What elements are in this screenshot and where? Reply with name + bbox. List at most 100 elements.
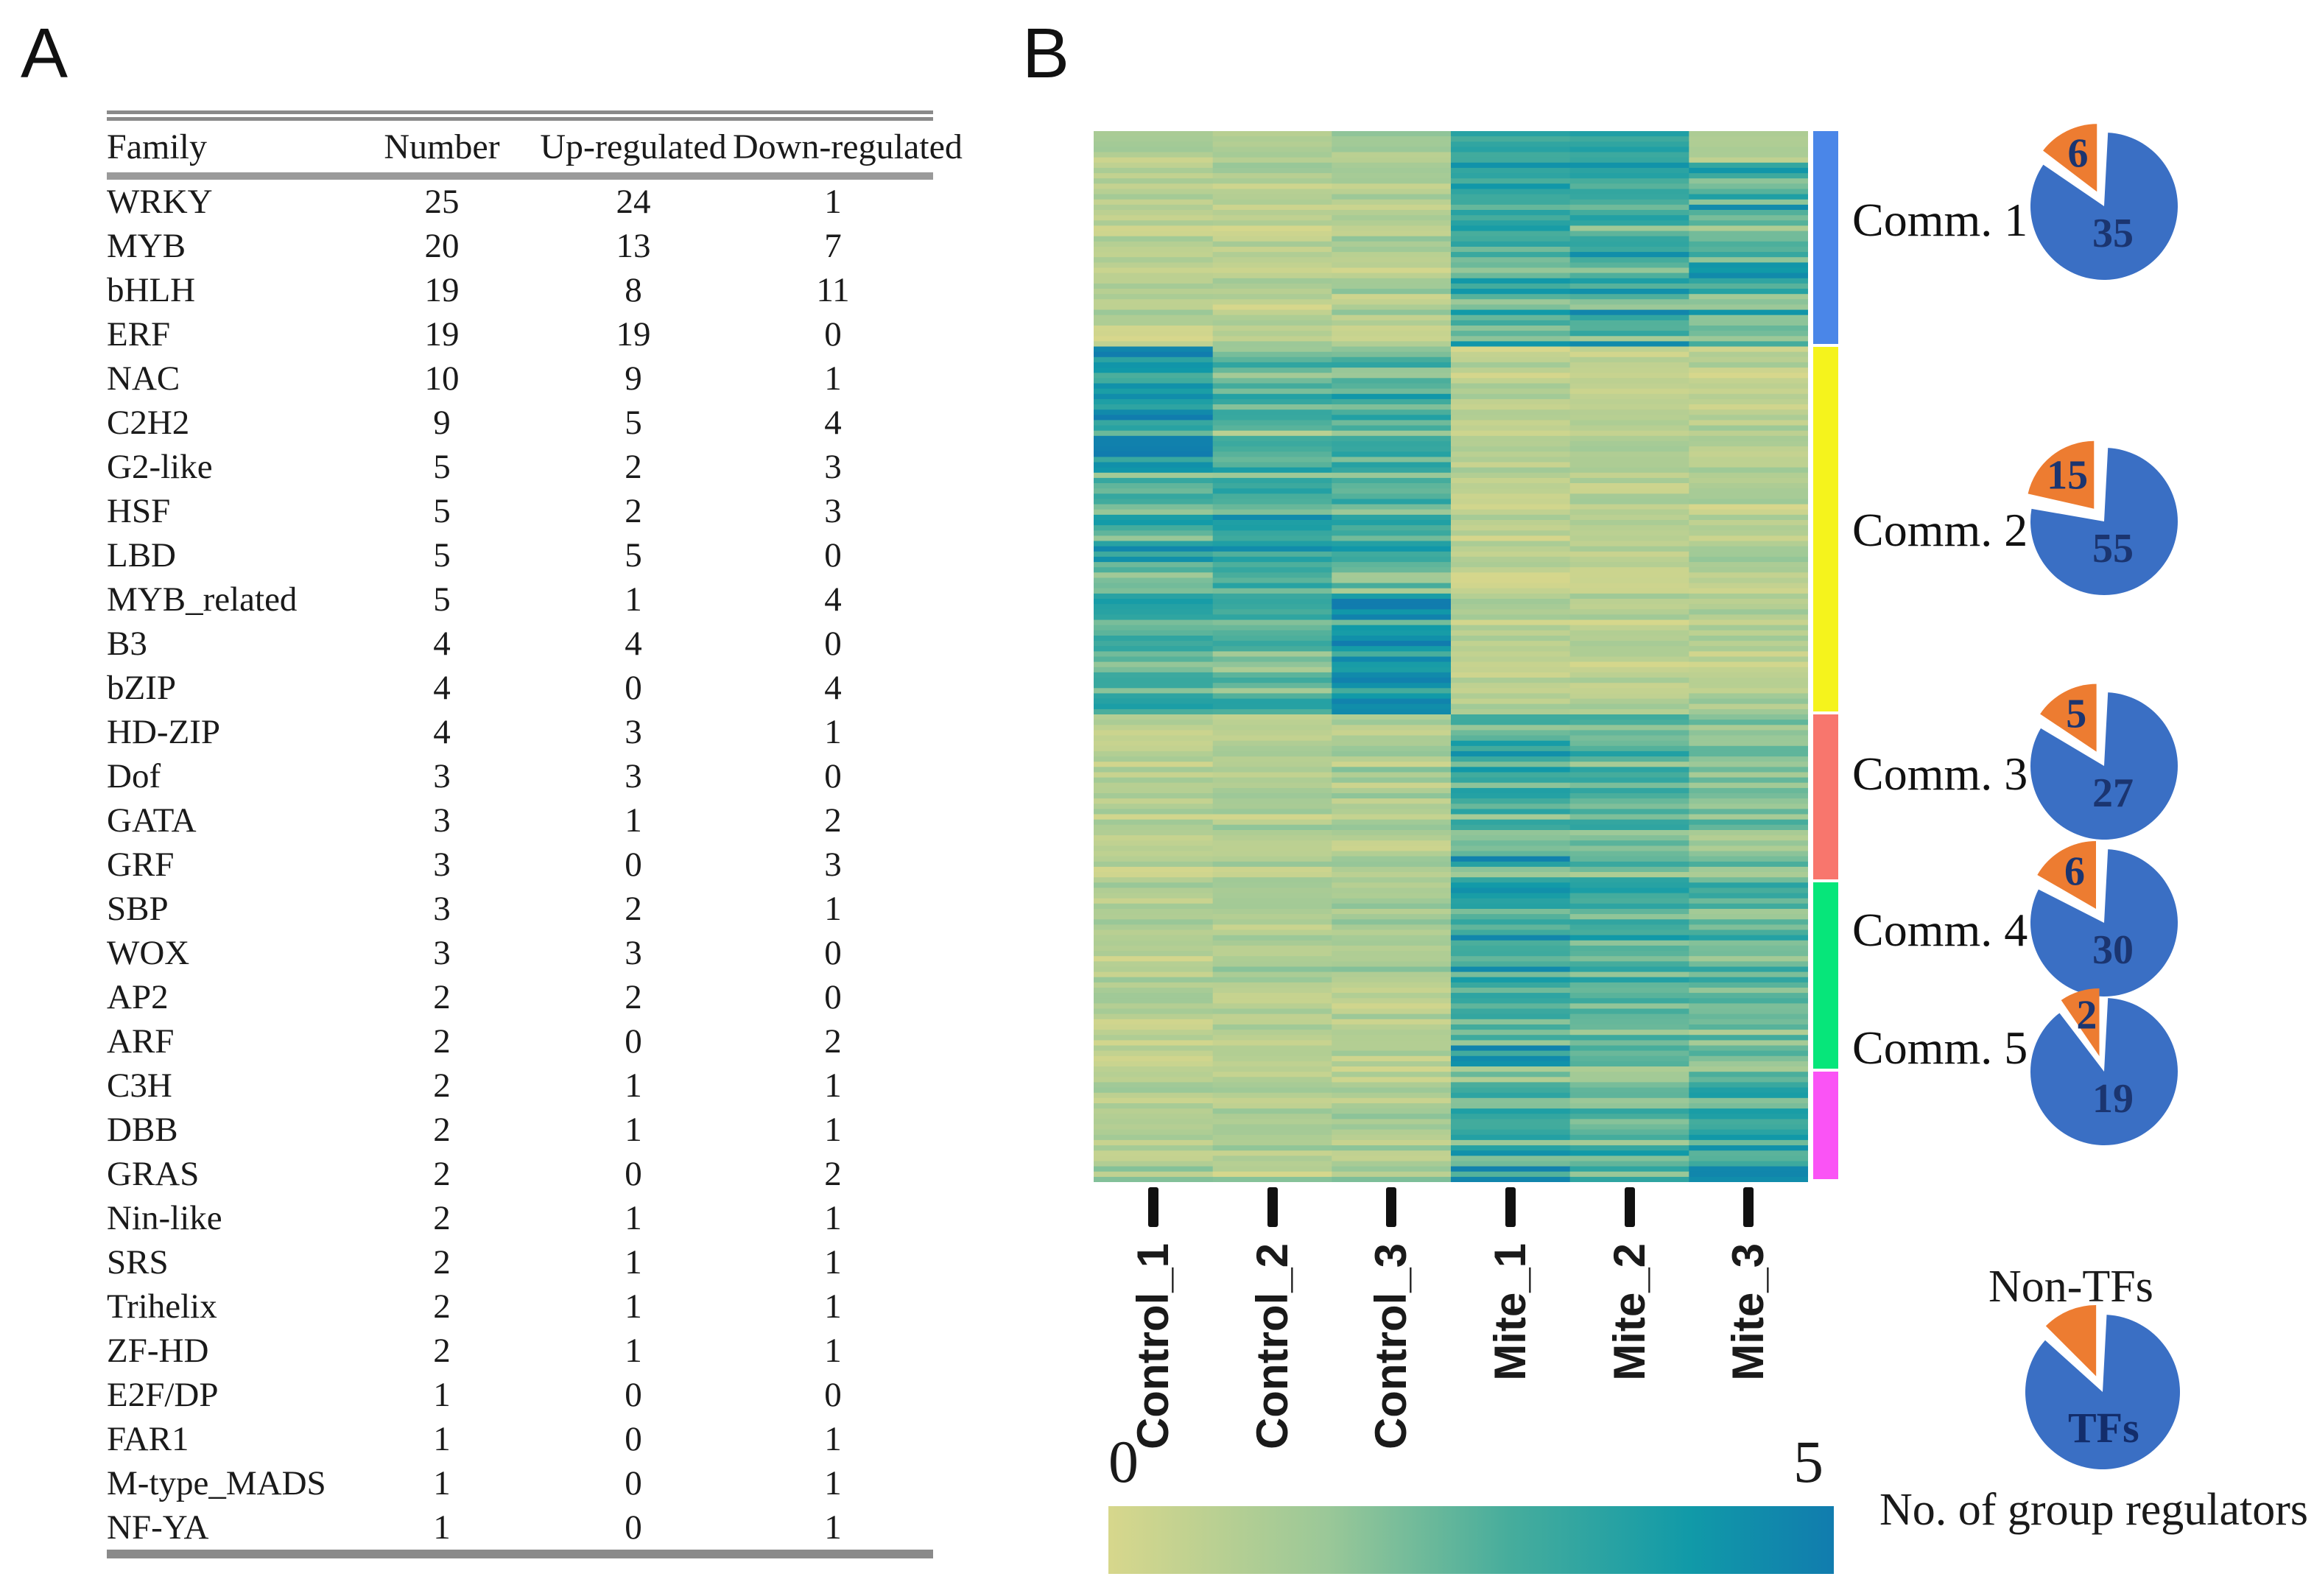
- heatmap-cell: [1689, 1061, 1808, 1067]
- heatmap-cell: [1689, 425, 1808, 432]
- heatmap-cell: [1451, 814, 1571, 820]
- heatmap-cell: [1689, 336, 1808, 342]
- table-cell-family: M-type_MADS: [107, 1464, 326, 1502]
- heatmap-cell: [1689, 441, 1808, 447]
- heatmap-cell: [1094, 1171, 1214, 1178]
- heatmap-cell: [1094, 415, 1214, 421]
- table-header-up-regulated: Up-regulated: [540, 127, 727, 166]
- heatmap-cell: [1332, 278, 1452, 284]
- heatmap-cell: [1332, 777, 1452, 784]
- heatmap-cell: [1451, 336, 1571, 342]
- heatmap-cell: [1569, 1119, 1689, 1125]
- heatmap-cell: [1569, 756, 1689, 762]
- heatmap-cell: [1451, 877, 1571, 883]
- heatmap-cell: [1212, 1055, 1332, 1062]
- heatmap-cell: [1689, 1030, 1808, 1036]
- heatmap-cell: [1212, 882, 1332, 888]
- heatmap-cell: [1569, 998, 1689, 1004]
- heatmap-cell: [1212, 231, 1332, 237]
- heatmap-cell: [1569, 804, 1689, 809]
- heatmap-cell: [1212, 136, 1332, 142]
- heatmap-cell: [1451, 131, 1571, 137]
- table-cell-family: DBB: [107, 1111, 178, 1149]
- table-cell-value: 1: [824, 713, 842, 751]
- heatmap-cell: [1569, 614, 1689, 621]
- heatmap-cell: [1689, 971, 1808, 978]
- heatmap-cell: [1569, 929, 1689, 936]
- heatmap-cell: [1689, 793, 1808, 799]
- heatmap-cell: [1689, 1055, 1808, 1062]
- table-cell-value: 24: [616, 183, 651, 221]
- table-cell-value: 3: [433, 890, 451, 928]
- table-cell-family: WOX: [107, 934, 190, 972]
- heatmap-cell: [1569, 641, 1689, 647]
- heatmap-cell: [1689, 935, 1808, 941]
- heatmap-cell: [1212, 141, 1332, 147]
- heatmap-cell: [1332, 951, 1452, 957]
- table-cell-value: 20: [424, 227, 460, 265]
- heatmap-cell: [1569, 593, 1689, 600]
- heatmap-cell: [1569, 1055, 1689, 1062]
- heatmap-cell: [1689, 231, 1808, 237]
- heatmap-cell: [1212, 567, 1332, 573]
- heatmap-cell: [1212, 162, 1332, 169]
- heatmap-cell: [1094, 210, 1214, 216]
- heatmap-cell: [1569, 767, 1689, 773]
- table-cell-value: 3: [824, 448, 842, 486]
- heatmap-cell: [1451, 762, 1571, 767]
- heatmap-cell: [1689, 362, 1808, 368]
- heatmap-cell: [1689, 136, 1808, 142]
- table-cell-value: 10: [424, 359, 460, 398]
- heatmap-cell: [1094, 924, 1214, 931]
- heatmap-cell: [1689, 493, 1808, 499]
- heatmap-cell: [1569, 725, 1689, 731]
- heatmap-cell: [1332, 1129, 1452, 1136]
- column-tick: [1505, 1187, 1516, 1227]
- heatmap-cell: [1094, 982, 1214, 988]
- heatmap-cell: [1569, 241, 1689, 247]
- heatmap-cell: [1212, 225, 1332, 232]
- heatmap-cell: [1332, 241, 1452, 247]
- heatmap-cell: [1332, 204, 1452, 211]
- heatmap-cell: [1451, 651, 1571, 658]
- heatmap-cell: [1332, 1150, 1452, 1156]
- heatmap-cell: [1332, 215, 1452, 221]
- heatmap-cell: [1569, 1082, 1689, 1089]
- pie-non-tf-count: 2: [2076, 993, 2097, 1038]
- table-cell-value: 9: [625, 359, 642, 398]
- table-cell-value: 1: [625, 801, 642, 840]
- table-cell-value: 2: [625, 448, 642, 486]
- heatmap-cell: [1094, 683, 1214, 689]
- heatmap-cell: [1451, 993, 1571, 999]
- heatmap-cell: [1212, 656, 1332, 663]
- heatmap-cell: [1332, 977, 1452, 983]
- heatmap-cell: [1094, 887, 1214, 894]
- heatmap-cell: [1094, 641, 1214, 647]
- table-cell-value: 1: [625, 1111, 642, 1149]
- heatmap-cell: [1332, 872, 1452, 878]
- heatmap-cell: [1332, 1024, 1452, 1030]
- heatmap-cell: [1332, 257, 1452, 263]
- community-label-4: Comm. 4: [1852, 904, 2028, 956]
- heatmap-cell: [1332, 798, 1452, 804]
- heatmap-cell: [1094, 851, 1214, 857]
- heatmap-cell: [1212, 893, 1332, 899]
- heatmap-cell: [1094, 814, 1214, 820]
- heatmap-cell: [1689, 446, 1808, 452]
- heatmap-cell: [1212, 1166, 1332, 1173]
- heatmap-cell: [1094, 420, 1214, 426]
- table-cell-value: 3: [433, 934, 451, 972]
- heatmap-cell: [1451, 798, 1571, 804]
- heatmap-cell: [1451, 1103, 1571, 1109]
- heatmap-cell: [1094, 940, 1214, 946]
- heatmap-cell: [1689, 604, 1808, 610]
- heatmap-cell: [1332, 398, 1452, 405]
- heatmap-cell: [1094, 762, 1214, 767]
- heatmap-cell: [1094, 1156, 1214, 1161]
- heatmap-cell: [1451, 709, 1571, 715]
